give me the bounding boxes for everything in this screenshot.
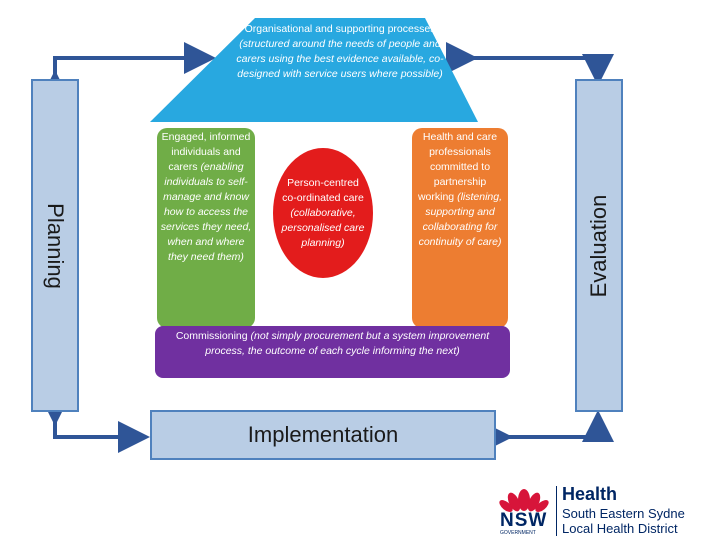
health-wordmark: Health bbox=[562, 484, 618, 504]
left-pillar: Engaged, informed individuals and carers… bbox=[157, 128, 255, 328]
right-pillar: Health and care professionals committed … bbox=[412, 128, 508, 328]
base-detail: (not simply procurement but a system imp… bbox=[205, 330, 490, 357]
roof-text: Organisational and supporting processes … bbox=[228, 22, 452, 82]
nsw-government-label: GOVERNMENT bbox=[500, 530, 536, 536]
arrow-planning-to-roof bbox=[39, 42, 216, 102]
center-lead: Person-centred co-ordinated care bbox=[282, 176, 364, 204]
district-line-1: South Eastern Sydne bbox=[562, 506, 685, 521]
arrow-planning-to-implementation bbox=[39, 394, 150, 453]
center-detail: (collaborative, personalised care planni… bbox=[281, 206, 365, 249]
district-line-2: Local Health District bbox=[562, 521, 678, 536]
nsw-wordmark: NSW bbox=[500, 510, 548, 531]
evaluation-box: Evaluation bbox=[575, 79, 623, 412]
arrow-implementation-to-evaluation bbox=[481, 410, 614, 453]
logo-divider bbox=[556, 486, 557, 536]
base-commissioning: Commissioning (not simply procurement bu… bbox=[155, 326, 510, 378]
roof-polygon bbox=[150, 18, 478, 122]
implementation-label: Implementation bbox=[247, 422, 399, 447]
implementation-box: Implementation bbox=[150, 410, 496, 460]
arrow-roof-to-evaluation bbox=[446, 42, 614, 86]
left-pillar-detail: (enabling individuals to self-manage and… bbox=[160, 161, 252, 263]
right-pillar-lead: Health and care professionals committed … bbox=[417, 131, 498, 203]
waratah-icon bbox=[499, 489, 549, 512]
right-pillar-detail: (listening, supporting and collaborating… bbox=[418, 191, 503, 248]
roof-detail: (structured around the needs of people a… bbox=[236, 38, 444, 80]
center-circle: Person-centred co-ordinated care (collab… bbox=[273, 148, 373, 278]
nsw-health-logo: NSW GOVERNMENT Health South Eastern Sydn… bbox=[494, 478, 713, 536]
roof-lead: Organisational and supporting processes bbox=[244, 23, 436, 35]
base-lead: Commissioning bbox=[175, 330, 251, 342]
planning-box: Planning bbox=[31, 79, 79, 412]
left-pillar-lead: Engaged, informed individuals and carers bbox=[161, 131, 251, 173]
